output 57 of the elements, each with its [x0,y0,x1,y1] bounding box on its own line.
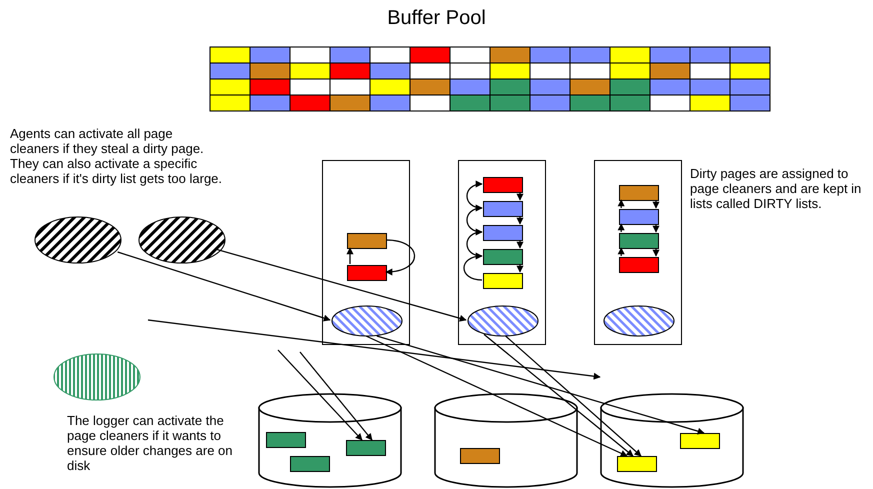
arrow [652,248,660,257]
cleaner-panel [594,160,682,345]
arrow [346,247,354,264]
arrow [466,181,483,209]
arrow [618,247,625,256]
page-block [347,265,387,281]
note-text: The logger can activate the page cleaners if it wants to ensure older changes are on disk [67,413,234,473]
arrow [516,264,524,273]
page-block [619,209,659,225]
page-block [617,456,657,472]
arrow [217,249,467,322]
hatched-ellipse [53,353,141,401]
note-text: Dirty pages are assigned to page cleaners and are kept in lists called DIRTY lists. [690,166,862,211]
hatched-ellipse [467,305,539,337]
arrow [278,350,362,440]
page-block [483,225,523,241]
hatched-ellipse [138,216,226,264]
arrow [516,216,524,225]
diagram-title: Buffer Pool [386,6,487,30]
arrow [117,251,331,322]
arrow [376,335,705,435]
arrow [618,199,625,208]
page-block [483,273,523,289]
page-block [290,456,330,472]
page-block [619,233,659,249]
arrow [618,223,625,232]
arrow [466,205,483,233]
arrow [652,224,660,233]
hatched-ellipse [34,216,122,264]
page-block [266,432,306,448]
arrow [300,352,372,441]
arrow [463,253,483,281]
page-block [680,433,720,449]
page-block [483,177,523,193]
page-block [619,257,659,273]
disk-cylinder [600,393,744,487]
page-block [483,201,523,217]
cleaner-panel [322,160,410,345]
note-text: Agents can activate all page cleaners if they steal a dirty page. They can also activate a specific cleaners if it's dirty list gets too large. [10,126,224,186]
page-block [619,185,659,201]
cleaner-panel [458,160,546,345]
arrow [516,240,524,249]
arrow [385,239,416,276]
arrow [652,200,660,209]
page-block [347,233,387,249]
disk-cylinder [258,393,402,487]
hatched-ellipse [331,305,403,337]
arrow [466,229,483,257]
disk-cylinder [434,393,578,487]
page-block [460,448,500,464]
arrow [484,334,634,456]
arrow [505,336,642,456]
page-block [483,249,523,265]
page-block [346,440,386,456]
hatched-ellipse [603,305,675,337]
arrow [516,192,524,201]
arrow [366,335,628,457]
